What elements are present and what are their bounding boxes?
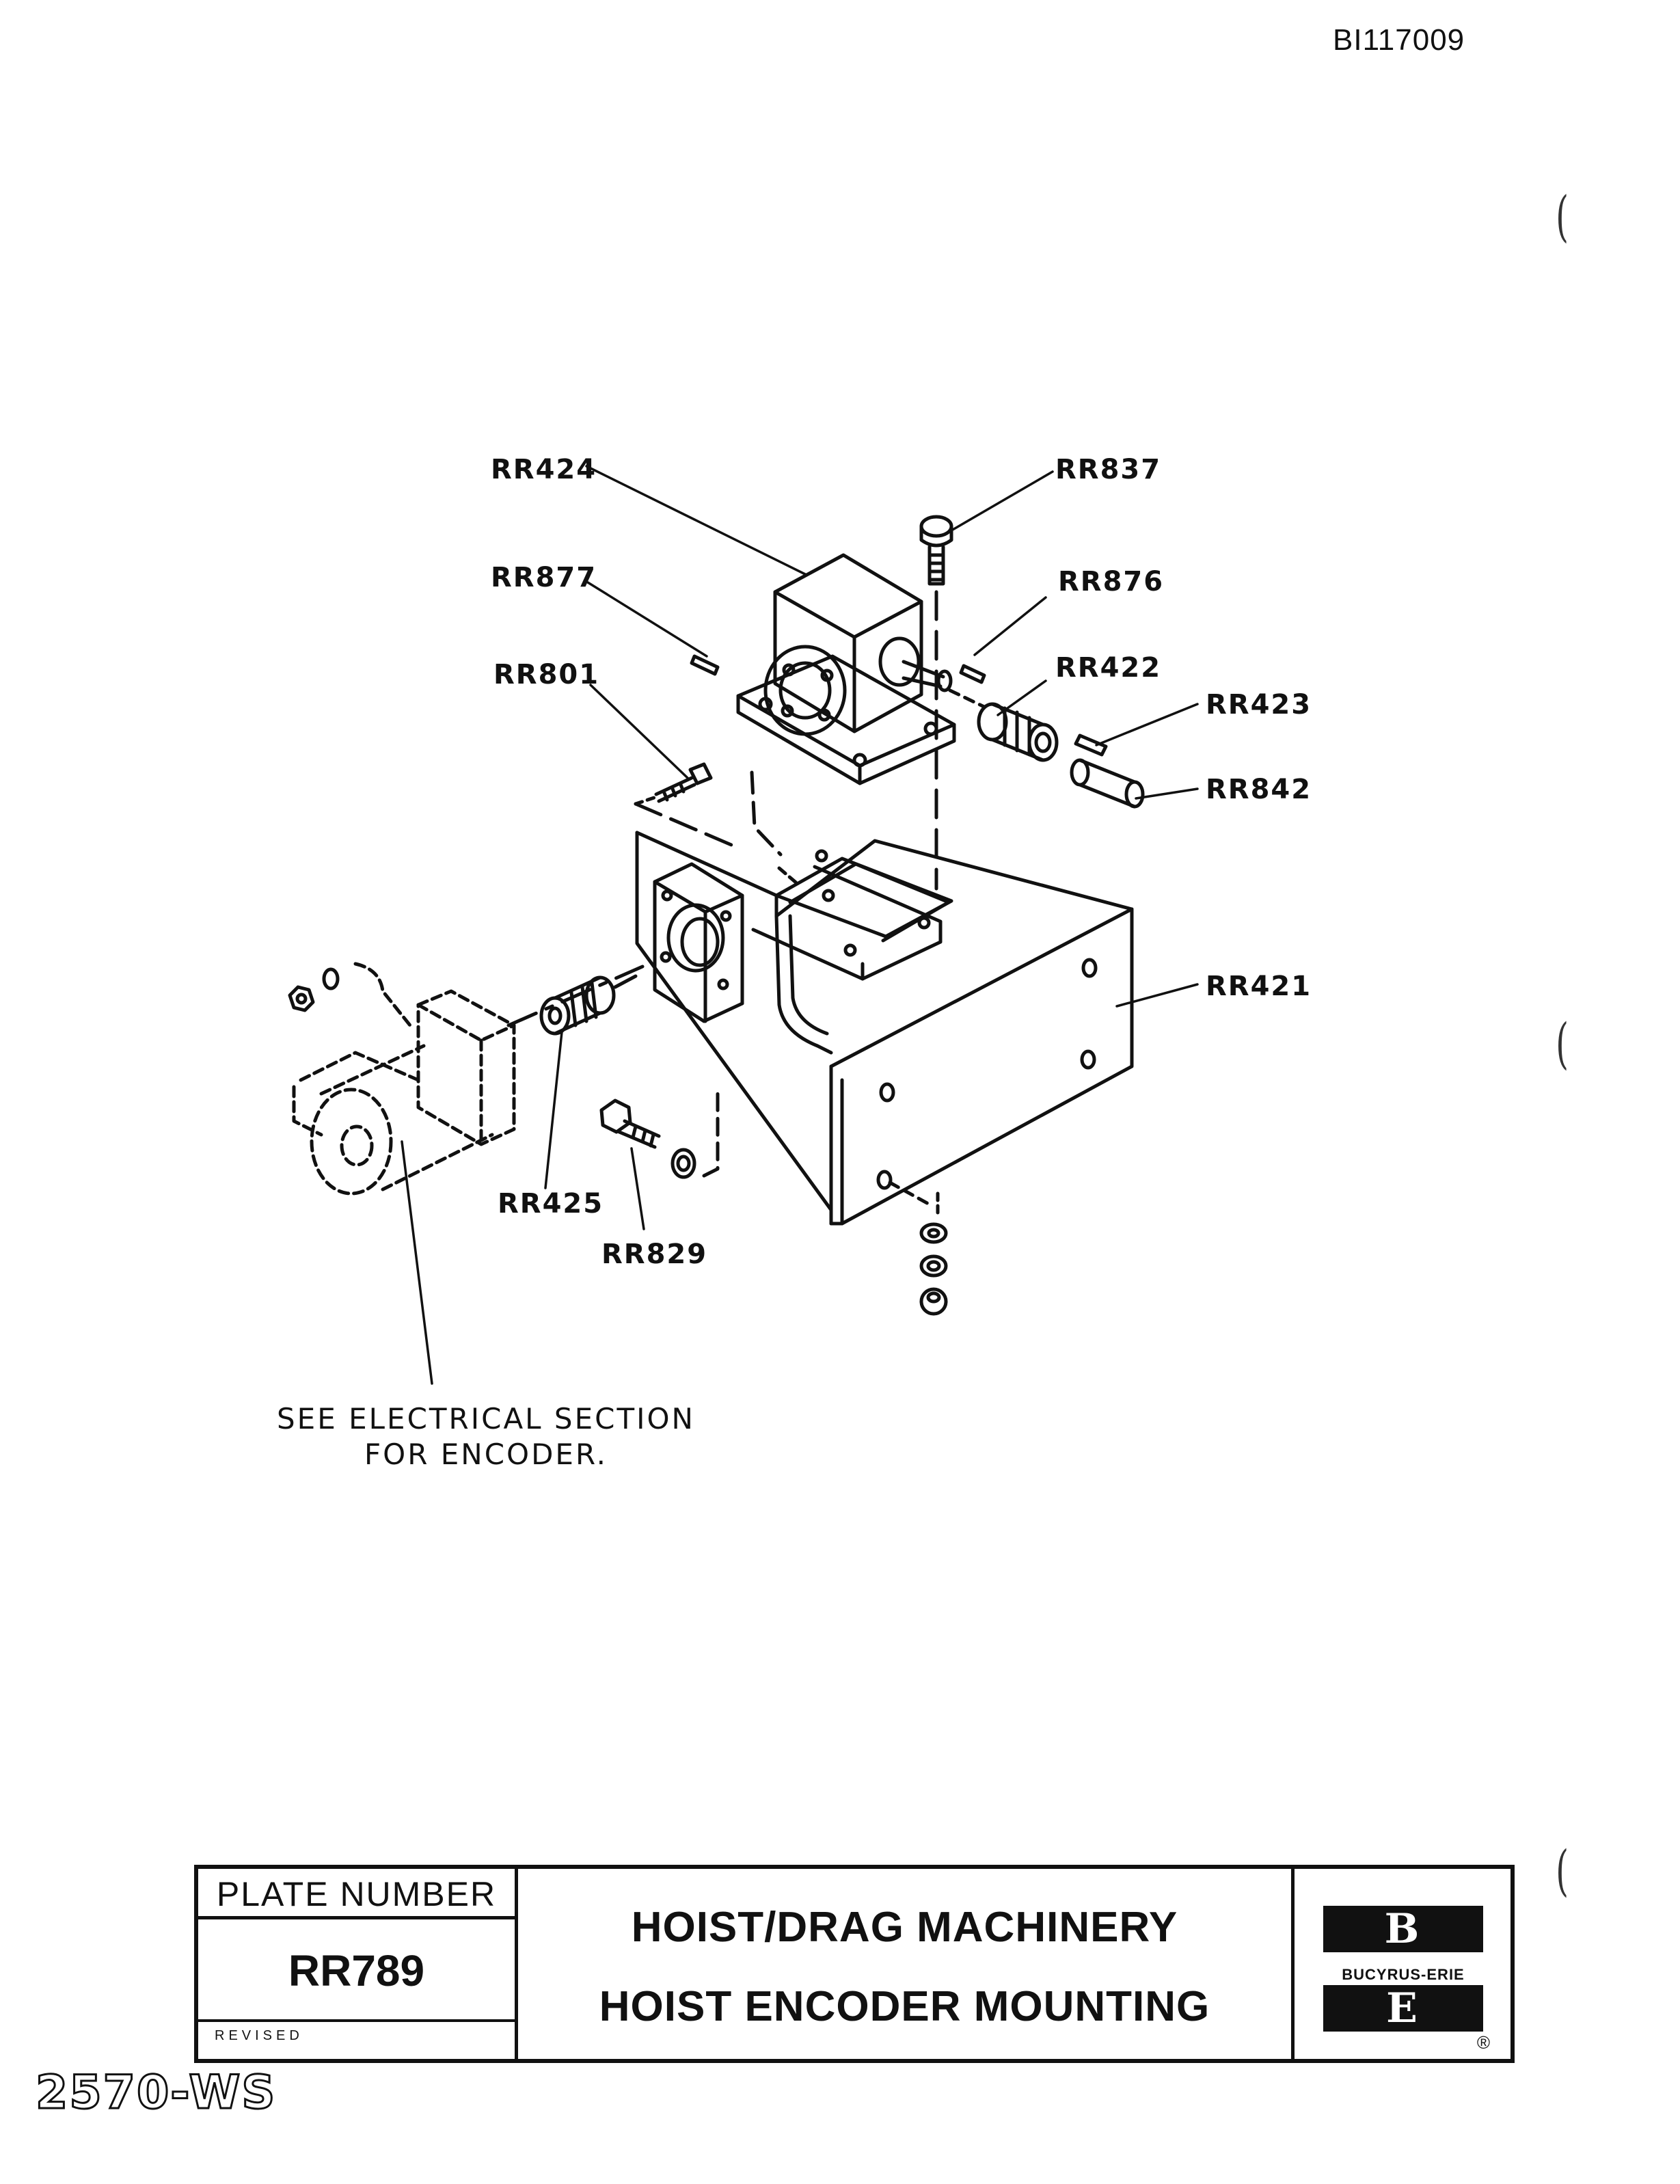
key-rr876	[959, 664, 986, 684]
leader-rr829	[630, 1147, 645, 1230]
title-block: PLATE NUMBER RR789 REVISED HOIST/DRAG MA…	[194, 1865, 1515, 2063]
encoder-note-line2: FOR ENCODER.	[364, 1438, 608, 1471]
callout-rr876: RR876	[1058, 566, 1165, 597]
encoder-hardware	[288, 967, 340, 1012]
flange-plate	[653, 862, 744, 1023]
gearbox-rr424	[736, 553, 956, 785]
logo-letter-b: B	[1323, 1906, 1483, 1952]
encoder	[292, 962, 645, 1196]
callout-rr425: RR425	[498, 1188, 604, 1219]
callout-rr423: RR423	[1206, 689, 1312, 720]
encoder-note: SEE ELECTRICAL SECTION FOR ENCODER.	[264, 1401, 708, 1472]
encoder-note-line1: SEE ELECTRICAL SECTION	[277, 1402, 695, 1435]
callout-rr829: RR829	[601, 1239, 708, 1270]
bracket-rr421	[635, 770, 1134, 1226]
leader-rr837	[950, 470, 1054, 532]
nut-stack	[888, 1181, 948, 1316]
leader-rr801	[589, 684, 689, 779]
leader-rr877	[586, 581, 708, 658]
registered-mark: ®	[1476, 2032, 1490, 2053]
bolt-rr837	[919, 515, 953, 891]
screw-rr801	[634, 762, 733, 847]
plate-number: RR789	[198, 1919, 518, 2022]
leader-rr423	[1095, 703, 1199, 746]
callout-rr837: RR837	[1055, 454, 1162, 485]
callout-rr422: RR422	[1055, 652, 1162, 684]
key-rr877	[690, 654, 720, 676]
leader-rr425	[544, 1031, 563, 1189]
key-rr423	[1074, 733, 1108, 757]
callout-rr801: RR801	[493, 659, 600, 690]
revised-label: REVISED	[198, 2022, 518, 2059]
logo-company-name: BUCYRUS-ERIE	[1342, 1966, 1465, 1983]
shaft-rr842	[1070, 758, 1145, 809]
leader-rr424	[585, 465, 807, 576]
sheet-id: 2570-WS	[34, 2065, 277, 2121]
callout-rr877: RR877	[491, 562, 597, 593]
leader-rr842	[1135, 787, 1199, 800]
leader-rr421	[1115, 983, 1199, 1008]
coupling-rr422	[948, 688, 1059, 762]
logo-letter-e: E	[1323, 1985, 1483, 2032]
bolt-rr829	[599, 1092, 720, 1179]
leader-rr876	[973, 596, 1047, 656]
callout-rr421: RR421	[1206, 971, 1312, 1002]
coupling-rr425	[539, 974, 638, 1036]
title-line-1: HOIST/DRAG MACHINERY	[631, 1904, 1178, 1951]
leader-note	[401, 1140, 433, 1385]
company-logo: B BUCYRUS-ERIE E ®	[1295, 1869, 1510, 2059]
margin-mark-bottom: (	[1556, 1839, 1569, 1902]
callout-rr424: RR424	[491, 454, 597, 485]
plate-number-label: PLATE NUMBER	[198, 1869, 518, 1919]
leader-lines	[401, 465, 1199, 1385]
callout-rr842: RR842	[1206, 774, 1312, 805]
title-area: HOIST/DRAG MACHINERY HOIST ENCODER MOUNT…	[518, 1869, 1295, 2059]
document-id: BI117009	[1333, 23, 1465, 57]
margin-mark-middle: (	[1556, 1012, 1569, 1075]
title-line-2: HOIST ENCODER MOUNTING	[599, 1983, 1210, 2030]
margin-mark-top: (	[1556, 185, 1569, 248]
